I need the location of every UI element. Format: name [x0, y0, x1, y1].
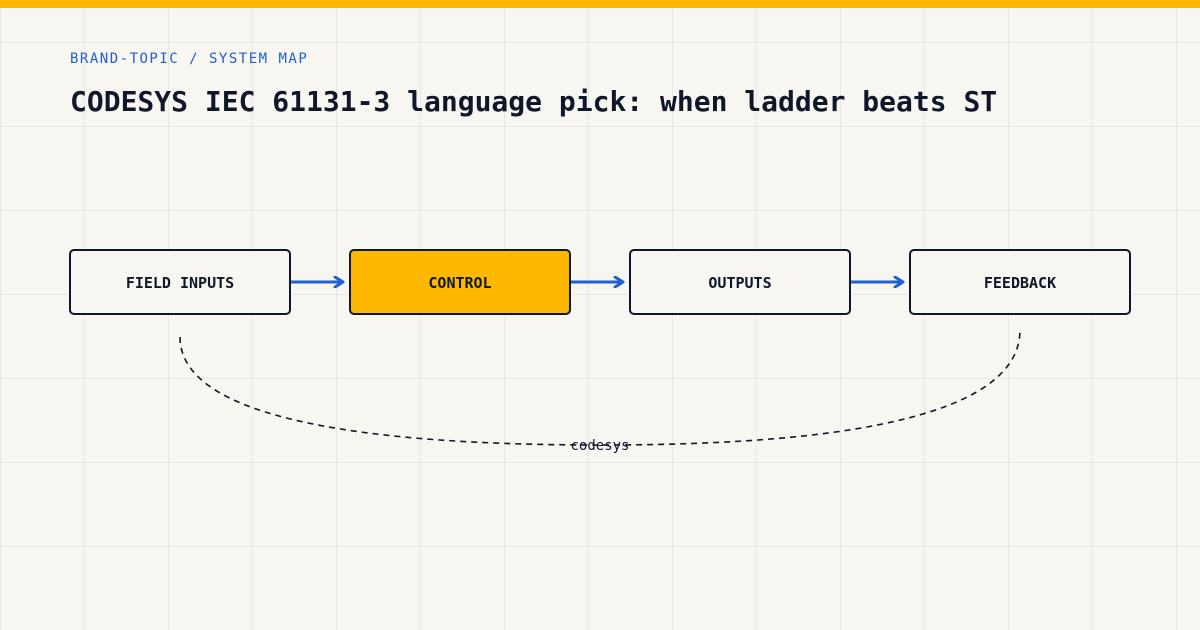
node-box-feedback: [909, 249, 1131, 315]
node-box-field-inputs: [69, 249, 291, 315]
node-feedback: FEEDBACK: [909, 249, 1131, 315]
eyebrow-breadcrumb: BRAND-TOPIC / SYSTEM MAP: [70, 51, 309, 67]
feedback-loop-line: [179, 329, 1021, 446]
node-label-outputs: OUTPUTS: [708, 274, 771, 292]
accent-top-bar: [0, 0, 1200, 8]
node-label-feedback: FEEDBACK: [984, 274, 1056, 292]
node-outputs: OUTPUTS: [629, 249, 851, 315]
feedback-loop-label: codesys: [570, 438, 629, 454]
node-control: CONTROL: [349, 249, 571, 315]
node-label-control: CONTROL: [428, 274, 491, 292]
node-label-field-inputs: FIELD INPUTS: [126, 274, 234, 292]
node-field-inputs: FIELD INPUTS: [69, 249, 291, 315]
page-title: CODESYS IEC 61131-3 language pick: when …: [70, 85, 998, 118]
node-box-outputs: [629, 249, 851, 315]
node-box-control: [349, 249, 571, 315]
